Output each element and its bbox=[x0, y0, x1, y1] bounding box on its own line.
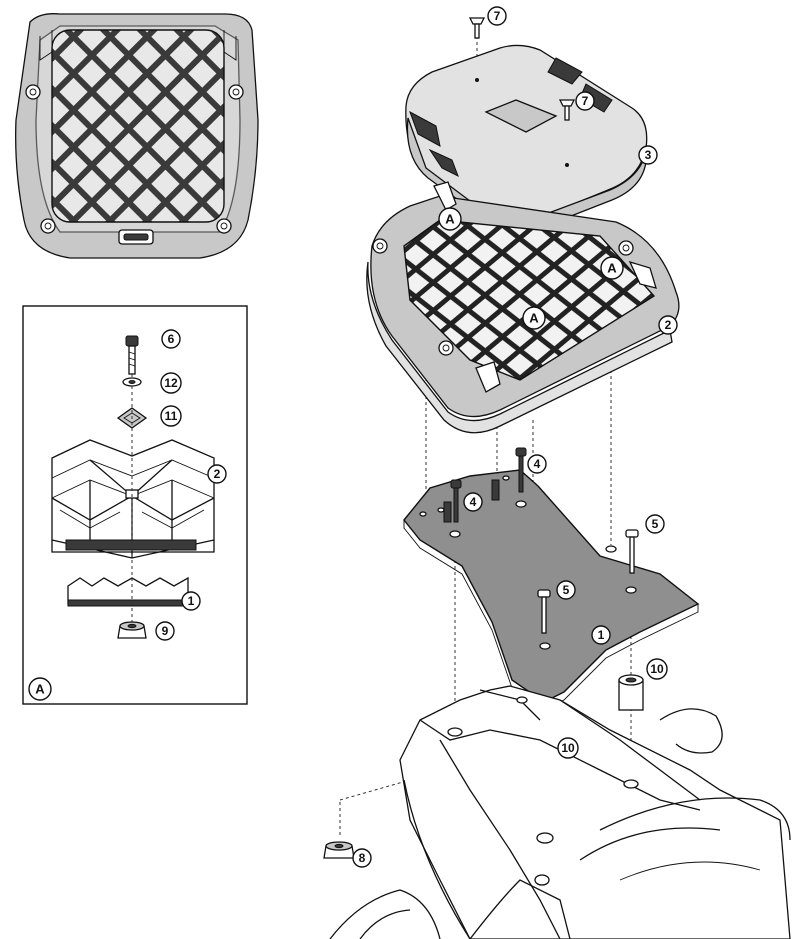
callout-6: 6 bbox=[161, 329, 181, 349]
svg-text:9: 9 bbox=[162, 624, 169, 638]
base-plate-top-view bbox=[15, 13, 259, 259]
svg-text:11: 11 bbox=[165, 409, 178, 423]
svg-text:5: 5 bbox=[652, 517, 659, 531]
screw-7-lower bbox=[558, 99, 576, 121]
callout-2: 2 bbox=[658, 315, 678, 335]
screw-4-left bbox=[450, 479, 462, 523]
screw-5-right bbox=[625, 529, 639, 574]
callout-10-right: 10 bbox=[646, 658, 668, 680]
callout-a-left: A bbox=[438, 207, 462, 231]
callout-7-upper: 7 bbox=[487, 6, 507, 26]
callout-10-left: 10 bbox=[557, 737, 579, 759]
callout-a-center: A bbox=[522, 306, 546, 330]
screw-6-detail bbox=[125, 335, 139, 375]
svg-text:7: 7 bbox=[582, 94, 589, 108]
grid-section-detail bbox=[51, 439, 215, 559]
callout-12: 12 bbox=[160, 372, 182, 394]
callout-2-detail: 2 bbox=[207, 464, 227, 484]
screw-5-center bbox=[537, 589, 551, 634]
callout-1: 1 bbox=[591, 625, 611, 645]
callout-a-panel: A bbox=[28, 677, 52, 701]
callout-11: 11 bbox=[160, 405, 182, 427]
detail-a-panel bbox=[22, 305, 248, 705]
svg-text:4: 4 bbox=[470, 495, 477, 509]
nut-8-part bbox=[323, 841, 355, 859]
callout-a-right: A bbox=[600, 256, 624, 280]
svg-text:A: A bbox=[35, 682, 45, 697]
svg-text:4: 4 bbox=[534, 457, 541, 471]
svg-text:A: A bbox=[529, 311, 539, 326]
svg-text:12: 12 bbox=[164, 376, 178, 390]
spacer-4-right bbox=[491, 479, 500, 501]
svg-text:2: 2 bbox=[665, 318, 672, 332]
svg-text:10: 10 bbox=[650, 662, 664, 676]
motorcycle-rear-frame bbox=[329, 685, 791, 939]
callout-8: 8 bbox=[352, 848, 372, 868]
svg-text:3: 3 bbox=[645, 148, 652, 162]
callout-7-lower: 7 bbox=[575, 91, 595, 111]
svg-text:A: A bbox=[445, 212, 455, 227]
svg-text:2: 2 bbox=[214, 467, 221, 481]
svg-text:1: 1 bbox=[188, 594, 195, 608]
svg-text:5: 5 bbox=[563, 583, 570, 597]
callout-9: 9 bbox=[155, 621, 175, 641]
screw-4-right bbox=[515, 447, 527, 493]
svg-text:8: 8 bbox=[359, 851, 366, 865]
svg-text:1: 1 bbox=[598, 628, 605, 642]
svg-text:7: 7 bbox=[494, 9, 501, 23]
callout-3: 3 bbox=[638, 145, 658, 165]
base-plate-part bbox=[366, 181, 680, 434]
screw-7-upper bbox=[468, 17, 486, 39]
spacer-4-left bbox=[443, 501, 452, 523]
callout-1-detail: 1 bbox=[181, 591, 201, 611]
callout-5-right: 5 bbox=[645, 514, 665, 534]
callout-4-left: 4 bbox=[463, 492, 483, 512]
svg-text:A: A bbox=[607, 261, 617, 276]
callout-4-right: 4 bbox=[527, 454, 547, 474]
callout-5-center: 5 bbox=[556, 580, 576, 600]
svg-text:6: 6 bbox=[168, 332, 175, 346]
spacer-10-right bbox=[618, 674, 644, 711]
svg-text:10: 10 bbox=[561, 741, 575, 755]
